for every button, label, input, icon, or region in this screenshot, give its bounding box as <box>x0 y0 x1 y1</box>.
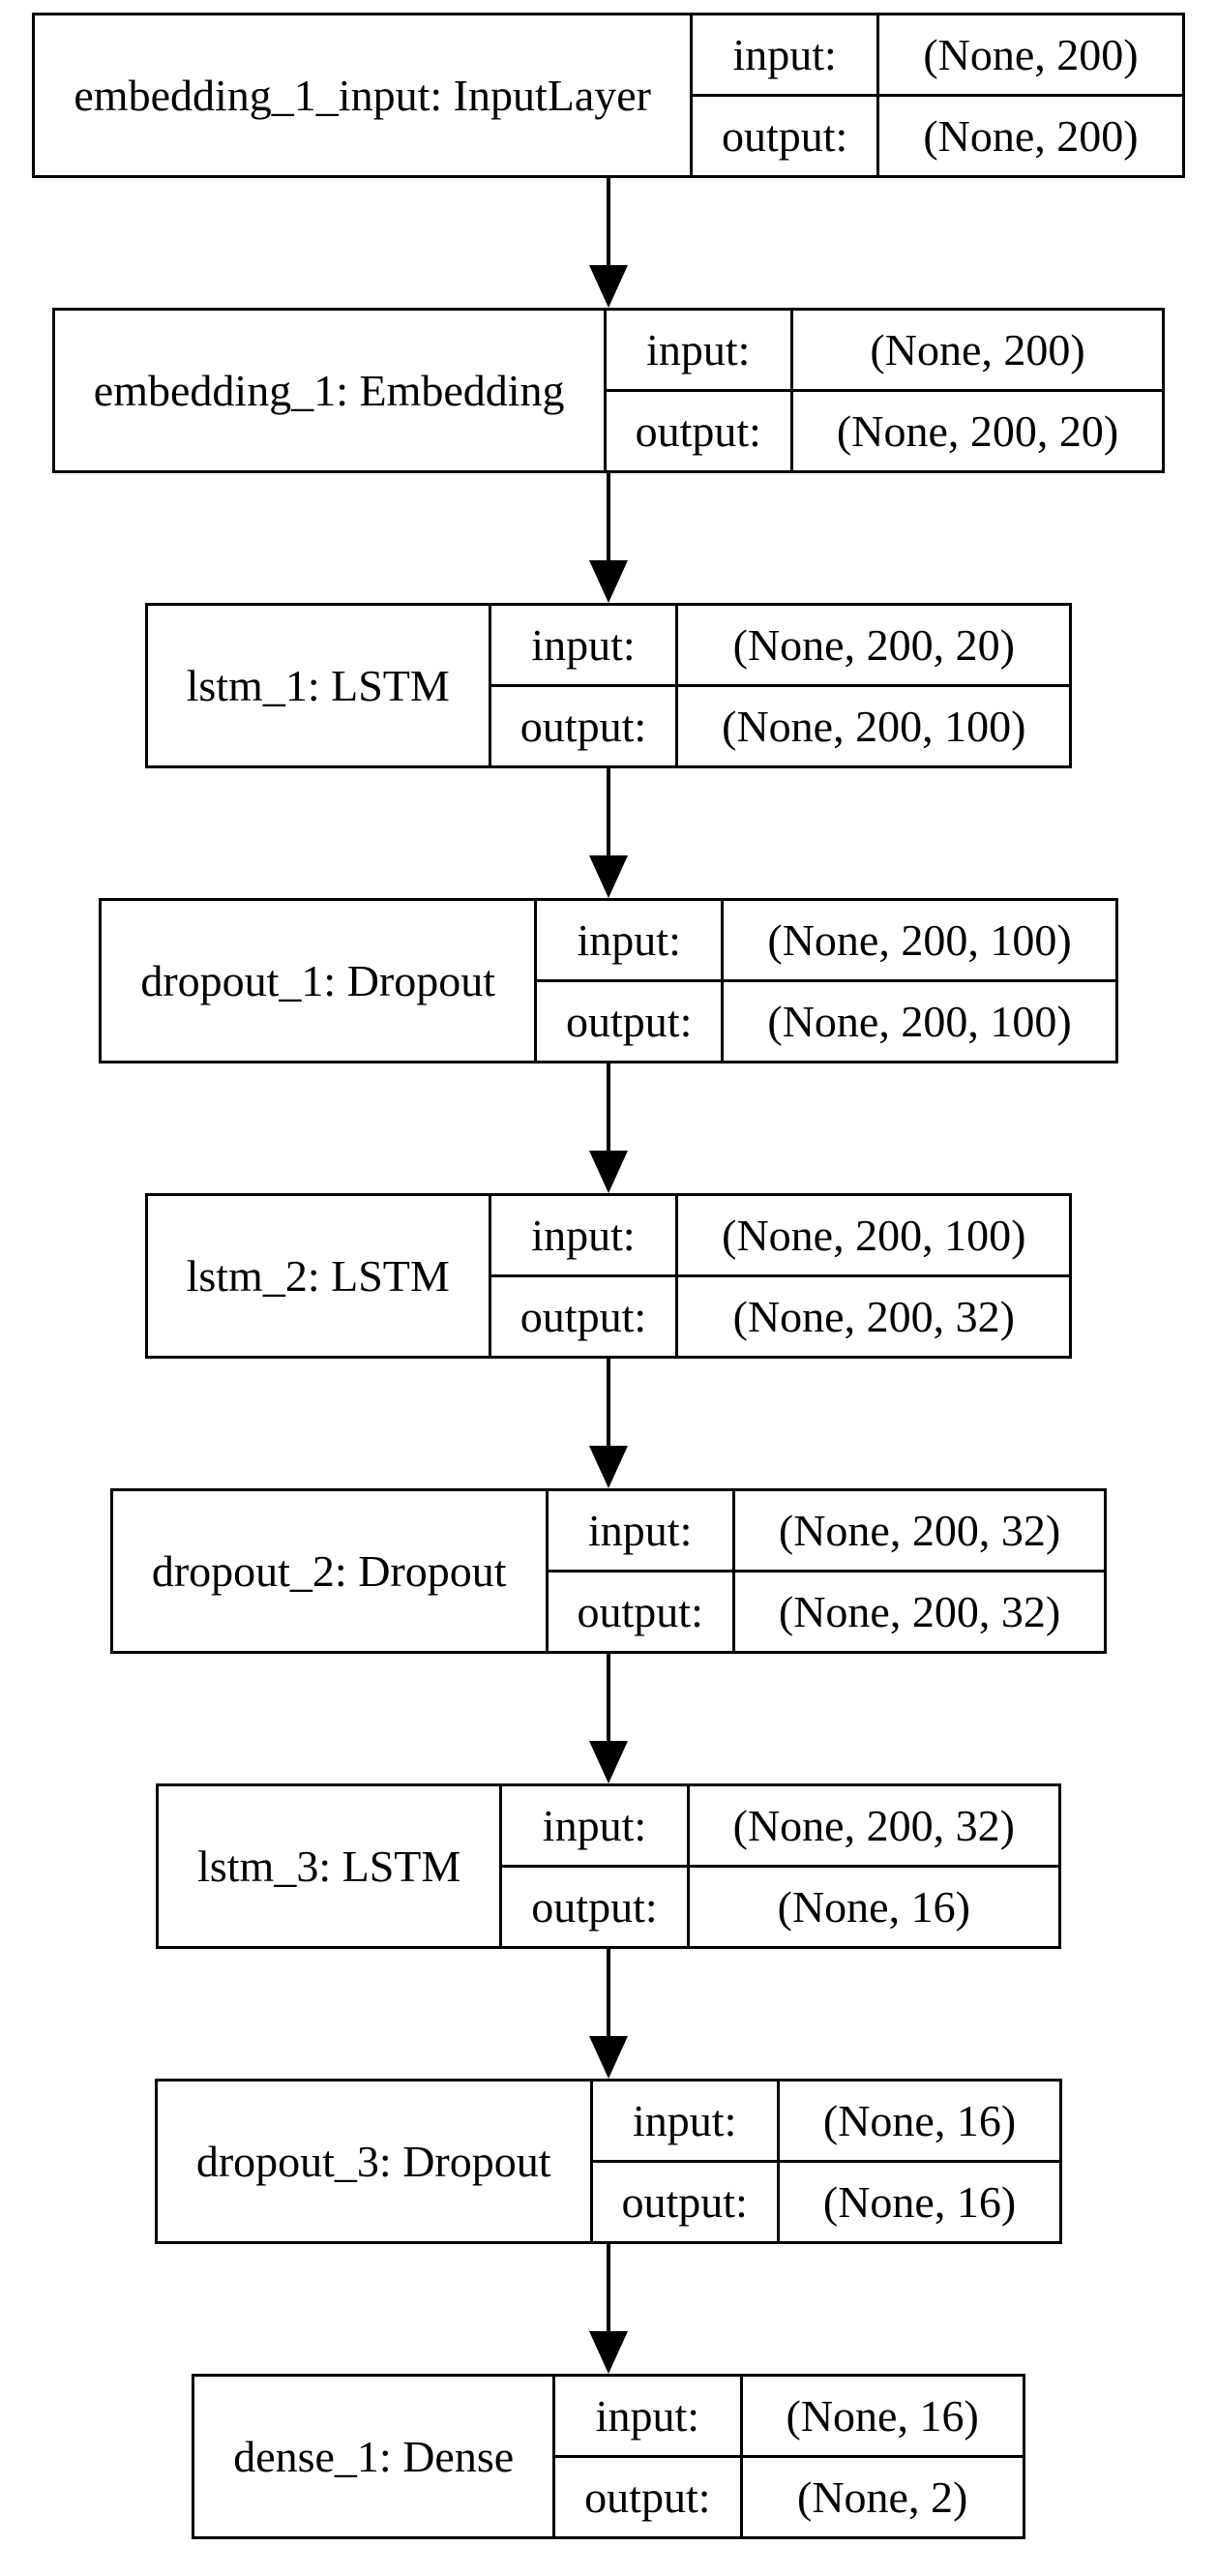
edge-line <box>607 768 610 857</box>
layer-node-lstm-2: lstm_2: LSTM input: (None, 200, 100) out… <box>144 1193 1073 1359</box>
output-shape-cell: (None, 16) <box>776 2160 1063 2244</box>
edge-line <box>607 1654 610 1743</box>
input-shape-cell: (None, 200) <box>876 13 1185 97</box>
output-label-cell: output: <box>545 1570 735 1654</box>
output-shape-cell: (None, 200, 100) <box>675 684 1073 768</box>
layer-node-embedding-1: embedding_1: Embedding input: (None, 200… <box>51 308 1166 473</box>
edge-line <box>607 178 610 267</box>
input-label-cell: input: <box>488 1193 679 1277</box>
edge-line <box>607 473 610 562</box>
layer-name-cell: lstm_1: LSTM <box>144 603 491 768</box>
layer-name-cell: dropout_3: Dropout <box>154 2079 593 2244</box>
output-label-cell: output: <box>689 94 880 178</box>
layer-node-dense-1: dense_1: Dense input: (None, 16) output:… <box>192 2374 1025 2539</box>
layer-name-cell: embedding_1: Embedding <box>51 308 607 473</box>
edge-connector <box>589 2244 628 2374</box>
input-label-cell: input: <box>534 898 725 982</box>
layer-node-dropout-3: dropout_3: Dropout input: (None, 16) out… <box>154 2079 1063 2244</box>
layer-name-cell: lstm_2: LSTM <box>144 1193 491 1359</box>
output-shape-cell: (None, 16) <box>686 1865 1061 1949</box>
output-label-cell: output: <box>589 2160 780 2244</box>
edge-connector <box>589 768 628 898</box>
edge-line <box>607 2244 610 2333</box>
input-shape-cell: (None, 200) <box>789 308 1166 392</box>
output-label-cell: output: <box>488 684 679 768</box>
input-shape-cell: (None, 200, 20) <box>675 603 1073 687</box>
arrowhead-down-icon <box>589 2331 628 2374</box>
edge-line <box>607 1063 610 1153</box>
input-shape-cell: (None, 200, 100) <box>721 898 1118 982</box>
input-label-cell: input: <box>545 1488 735 1573</box>
arrowhead-down-icon <box>589 1446 628 1488</box>
arrowhead-down-icon <box>589 560 628 603</box>
arrowhead-down-icon <box>589 2036 628 2079</box>
output-shape-cell: (None, 200, 32) <box>675 1274 1073 1359</box>
layer-name-cell: lstm_3: LSTM <box>156 1783 503 1949</box>
input-shape-cell: (None, 16) <box>739 2374 1025 2458</box>
edge-line <box>607 1359 610 1448</box>
output-label-cell: output: <box>499 1865 690 1949</box>
output-label-cell: output: <box>603 389 793 473</box>
layer-node-dropout-1: dropout_1: Dropout input: (None, 200, 10… <box>99 898 1118 1063</box>
layer-name-cell: dropout_2: Dropout <box>109 1488 549 1654</box>
arrowhead-down-icon <box>589 855 628 898</box>
output-shape-cell: (None, 200, 20) <box>789 389 1166 473</box>
input-label-cell: input: <box>603 308 793 392</box>
layer-node-lstm-3: lstm_3: LSTM input: (None, 200, 32) outp… <box>156 1783 1061 1949</box>
input-label-cell: input: <box>499 1783 690 1868</box>
layer-name-cell: embedding_1_input: InputLayer <box>32 13 693 178</box>
input-shape-cell: (None, 16) <box>776 2079 1063 2163</box>
edge-connector <box>589 1949 628 2079</box>
input-label-cell: input: <box>589 2079 780 2163</box>
output-label-cell: output: <box>552 2455 743 2539</box>
edge-connector <box>589 1359 628 1488</box>
output-label-cell: output: <box>488 1274 679 1359</box>
input-shape-cell: (None, 200, 32) <box>731 1488 1108 1573</box>
edge-connector <box>589 1063 628 1193</box>
input-label-cell: input: <box>689 13 880 97</box>
layer-name-cell: dropout_1: Dropout <box>99 898 538 1063</box>
input-shape-cell: (None, 200, 100) <box>675 1193 1073 1277</box>
input-label-cell: input: <box>488 603 679 687</box>
output-label-cell: output: <box>534 979 725 1063</box>
layer-node-lstm-1: lstm_1: LSTM input: (None, 200, 20) outp… <box>144 603 1073 768</box>
output-shape-cell: (None, 200) <box>876 94 1185 178</box>
output-shape-cell: (None, 200, 32) <box>731 1570 1108 1654</box>
layer-node-embedding-1-input: embedding_1_input: InputLayer input: (No… <box>32 13 1185 178</box>
layer-name-cell: dense_1: Dense <box>192 2374 556 2539</box>
arrowhead-down-icon <box>589 265 628 308</box>
edge-connector <box>589 178 628 308</box>
output-shape-cell: (None, 200, 100) <box>721 979 1118 1063</box>
layer-node-dropout-2: dropout_2: Dropout input: (None, 200, 32… <box>109 1488 1108 1654</box>
edge-connector <box>589 473 628 603</box>
arrowhead-down-icon <box>589 1151 628 1193</box>
output-shape-cell: (None, 2) <box>739 2455 1025 2539</box>
arrowhead-down-icon <box>589 1741 628 1783</box>
edge-connector <box>589 1654 628 1783</box>
input-label-cell: input: <box>552 2374 743 2458</box>
input-shape-cell: (None, 200, 32) <box>686 1783 1061 1868</box>
edge-line <box>607 1949 610 2038</box>
